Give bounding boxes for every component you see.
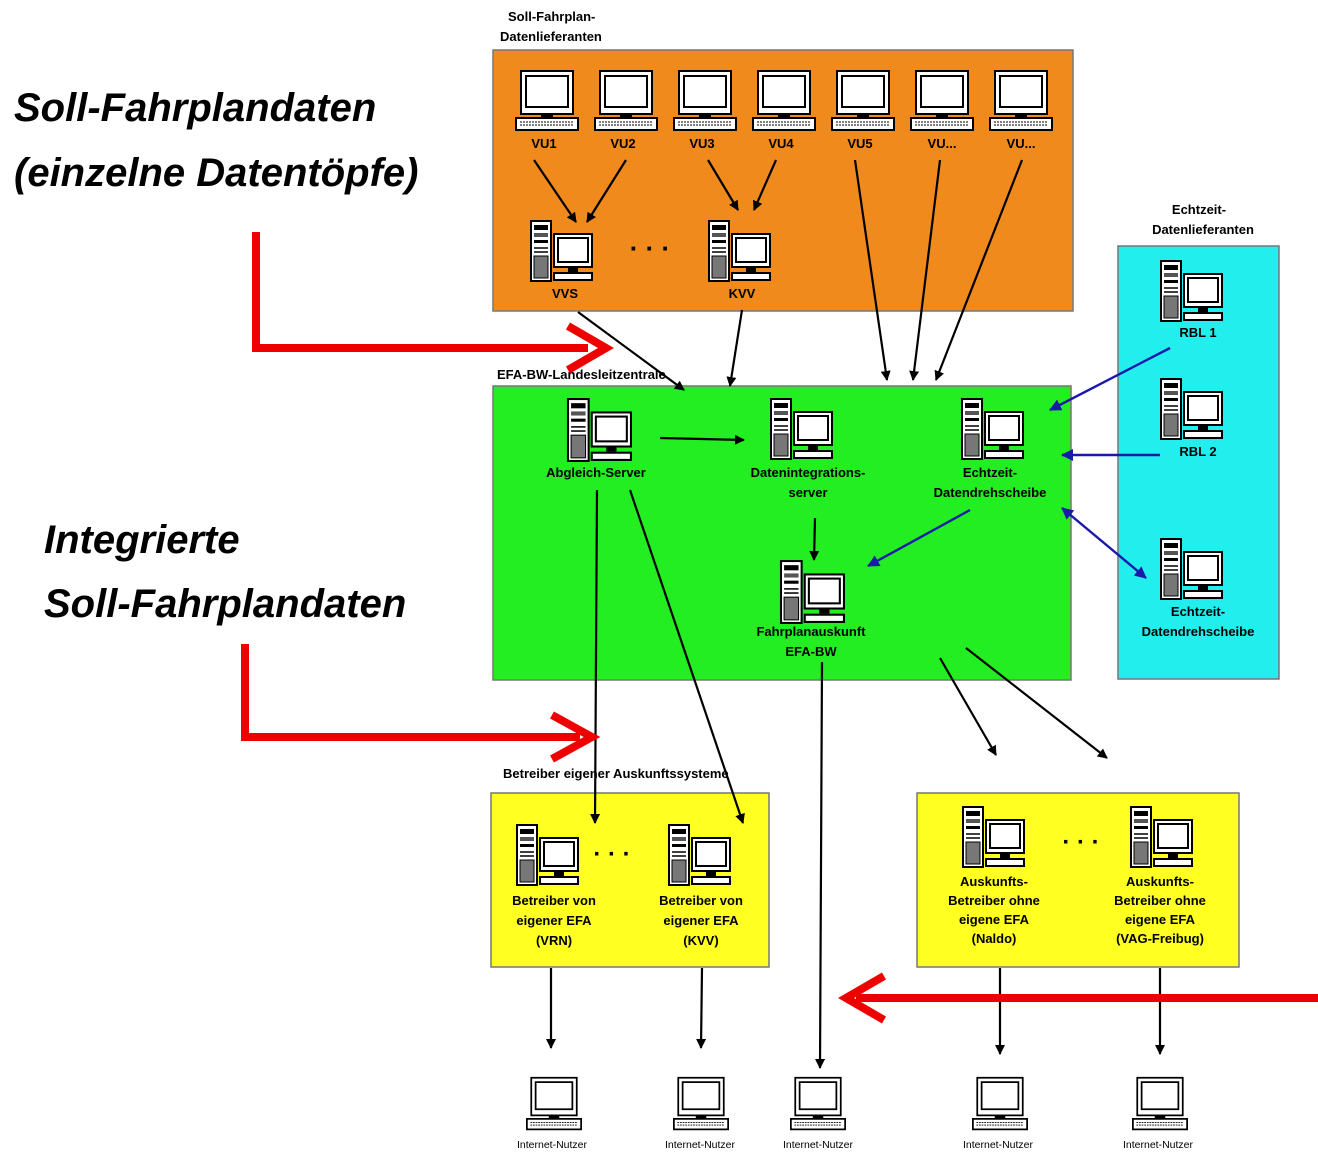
arrow-integration-auskunft — [809, 517, 820, 561]
terminal-icon — [910, 70, 974, 131]
betreiber-header: Betreiber eigener Auskunftssysteme — [503, 766, 729, 781]
arrow-echtzeit-auskunft — [867, 508, 971, 568]
auskunft-label: EFA-BW — [785, 644, 837, 659]
arrow-vu5-zentrale — [853, 159, 891, 381]
echtzeit-label: Echtzeit- — [963, 465, 1017, 480]
annotation-integ-line2: Soll-Fahrplandaten — [44, 582, 406, 626]
annotation-soll-line1: Soll-Fahrplandaten — [14, 86, 376, 130]
abgleich-label: Abgleich-Server — [546, 465, 646, 480]
black-arrows — [533, 159, 1165, 1069]
vag-label: Auskunfts- — [1126, 874, 1194, 889]
soll-header-line2: Datenlieferanten — [500, 29, 602, 44]
zentrale-header: EFA-BW-Landesleitzentrale — [497, 367, 666, 382]
arrow-auskunft-vag — [965, 647, 1108, 759]
internet-user-label: Internet-Nutzer — [963, 1139, 1034, 1151]
betreiber-vrn-label: eigener EFA — [516, 913, 592, 928]
echtzeit-label: Datendrehscheibe — [934, 485, 1047, 500]
terminal-icon — [1132, 1076, 1188, 1131]
arrow-vu2-vvs — [586, 159, 627, 223]
vu-label: VU4 — [768, 136, 794, 151]
betreiber-vrn-label: Betreiber von — [512, 893, 596, 908]
arrow-abgleich-vrn — [590, 489, 601, 824]
vu-label: VU3 — [689, 136, 714, 151]
annotation-soll-line2: (einzelne Datentöpfe) — [14, 151, 418, 195]
echtzeit-outside-label: Echtzeit- — [1171, 604, 1225, 619]
internet-user-label: Internet-Nutzer — [783, 1139, 854, 1151]
vu-label: VU1 — [531, 136, 556, 151]
red-arrow-soll — [252, 232, 588, 352]
vag-label: (VAG-Freibug) — [1116, 931, 1204, 946]
ellipsis-auskunfts: · · · — [1062, 829, 1099, 856]
integration-label: server — [788, 485, 827, 500]
rbl1-label: RBL 1 — [1179, 325, 1216, 340]
betreiber-kvv-label: (KVV) — [683, 933, 718, 948]
terminal-icon — [831, 70, 895, 131]
terminal-icon — [790, 1076, 846, 1131]
terminal-icon — [972, 1076, 1028, 1131]
internet-user-label: Internet-Nutzer — [1123, 1139, 1194, 1151]
vu-label: VU5 — [847, 136, 872, 151]
arrow-vu7-zentrale — [934, 159, 1024, 381]
naldo-label: (Naldo) — [972, 931, 1017, 946]
ellipsis-regional: · · · — [630, 233, 670, 263]
arrow-kvv-zentrale — [726, 309, 744, 387]
echtzeit-header-line2: Datenlieferanten — [1152, 222, 1254, 237]
terminal-icon — [594, 70, 658, 131]
arrow-abgleich-kvv — [628, 489, 745, 824]
vu-label: VU... — [928, 136, 957, 151]
integration-label: Datenintegrations- — [751, 465, 866, 480]
naldo-label: eigene EFA — [959, 912, 1030, 927]
arrow-vvs-zentrale — [577, 311, 685, 391]
red-arrows — [241, 232, 1318, 1024]
vag-label: Betreiber ohne — [1114, 893, 1206, 908]
terminal-icon — [673, 70, 737, 131]
red-arrowhead — [838, 972, 887, 1024]
echtzeit-outside-label: Datendrehscheibe — [1142, 624, 1255, 639]
betreiber-vrn-label: (VRN) — [536, 933, 572, 948]
internet-user-label: Internet-Nutzer — [517, 1139, 588, 1151]
vvs-label: VVS — [552, 286, 578, 301]
terminal-icon — [526, 1076, 582, 1131]
terminal-icon — [752, 70, 816, 131]
vag-label: eigene EFA — [1125, 912, 1196, 927]
arrow-vu4-kvv — [752, 159, 778, 211]
annotation-integ-line1: Integrierte — [44, 518, 240, 562]
terminal-icon — [515, 70, 579, 131]
red-arrowhead — [550, 711, 601, 763]
blue-arrows — [867, 346, 1171, 579]
arrow-vu6-zentrale — [909, 159, 942, 381]
internet-user-label: Internet-Nutzer — [665, 1139, 736, 1151]
arrow-vu3-kvv — [707, 159, 739, 211]
naldo-label: Betreiber ohne — [948, 893, 1040, 908]
echtzeit-header-line1: Echtzeit- — [1172, 202, 1226, 217]
ellipsis-betreiber: · · · — [593, 841, 630, 868]
vu-terminals: VU1 VU2 VU3 VU4 VU5 VU... VU... — [515, 70, 1053, 151]
arrow-vu1-vvs — [533, 159, 577, 223]
betreiber-kvv-label: Betreiber von — [659, 893, 743, 908]
kvv-label: KVV — [729, 286, 756, 301]
naldo-label: Auskunfts- — [960, 874, 1028, 889]
arrow-echtzeit-bidirectional — [1061, 507, 1147, 579]
vu-label: VU2 — [610, 136, 635, 151]
terminal-icon — [989, 70, 1053, 131]
arrow-auskunft-internet — [815, 661, 826, 1069]
auskunft-label: Fahrplanauskunft — [756, 624, 866, 639]
arrow-kvv-internet — [696, 967, 707, 1049]
soll-header-line1: Soll-Fahrplan- — [508, 9, 595, 24]
vu-label: VU... — [1007, 136, 1036, 151]
arrow-rbl1-echtzeit — [1049, 346, 1171, 412]
internet-users: Internet-Nutzer Internet-Nutzer Internet… — [517, 1076, 1194, 1151]
red-arrow-integriert — [241, 644, 580, 741]
rbl2-label: RBL 2 — [1179, 444, 1216, 459]
arrow-abgleich-integration — [659, 434, 745, 445]
red-arrowhead — [565, 322, 614, 374]
betreiber-kvv-label: eigener EFA — [663, 913, 739, 928]
arrow-auskunft-naldo — [939, 657, 997, 756]
terminal-icon — [673, 1076, 729, 1131]
